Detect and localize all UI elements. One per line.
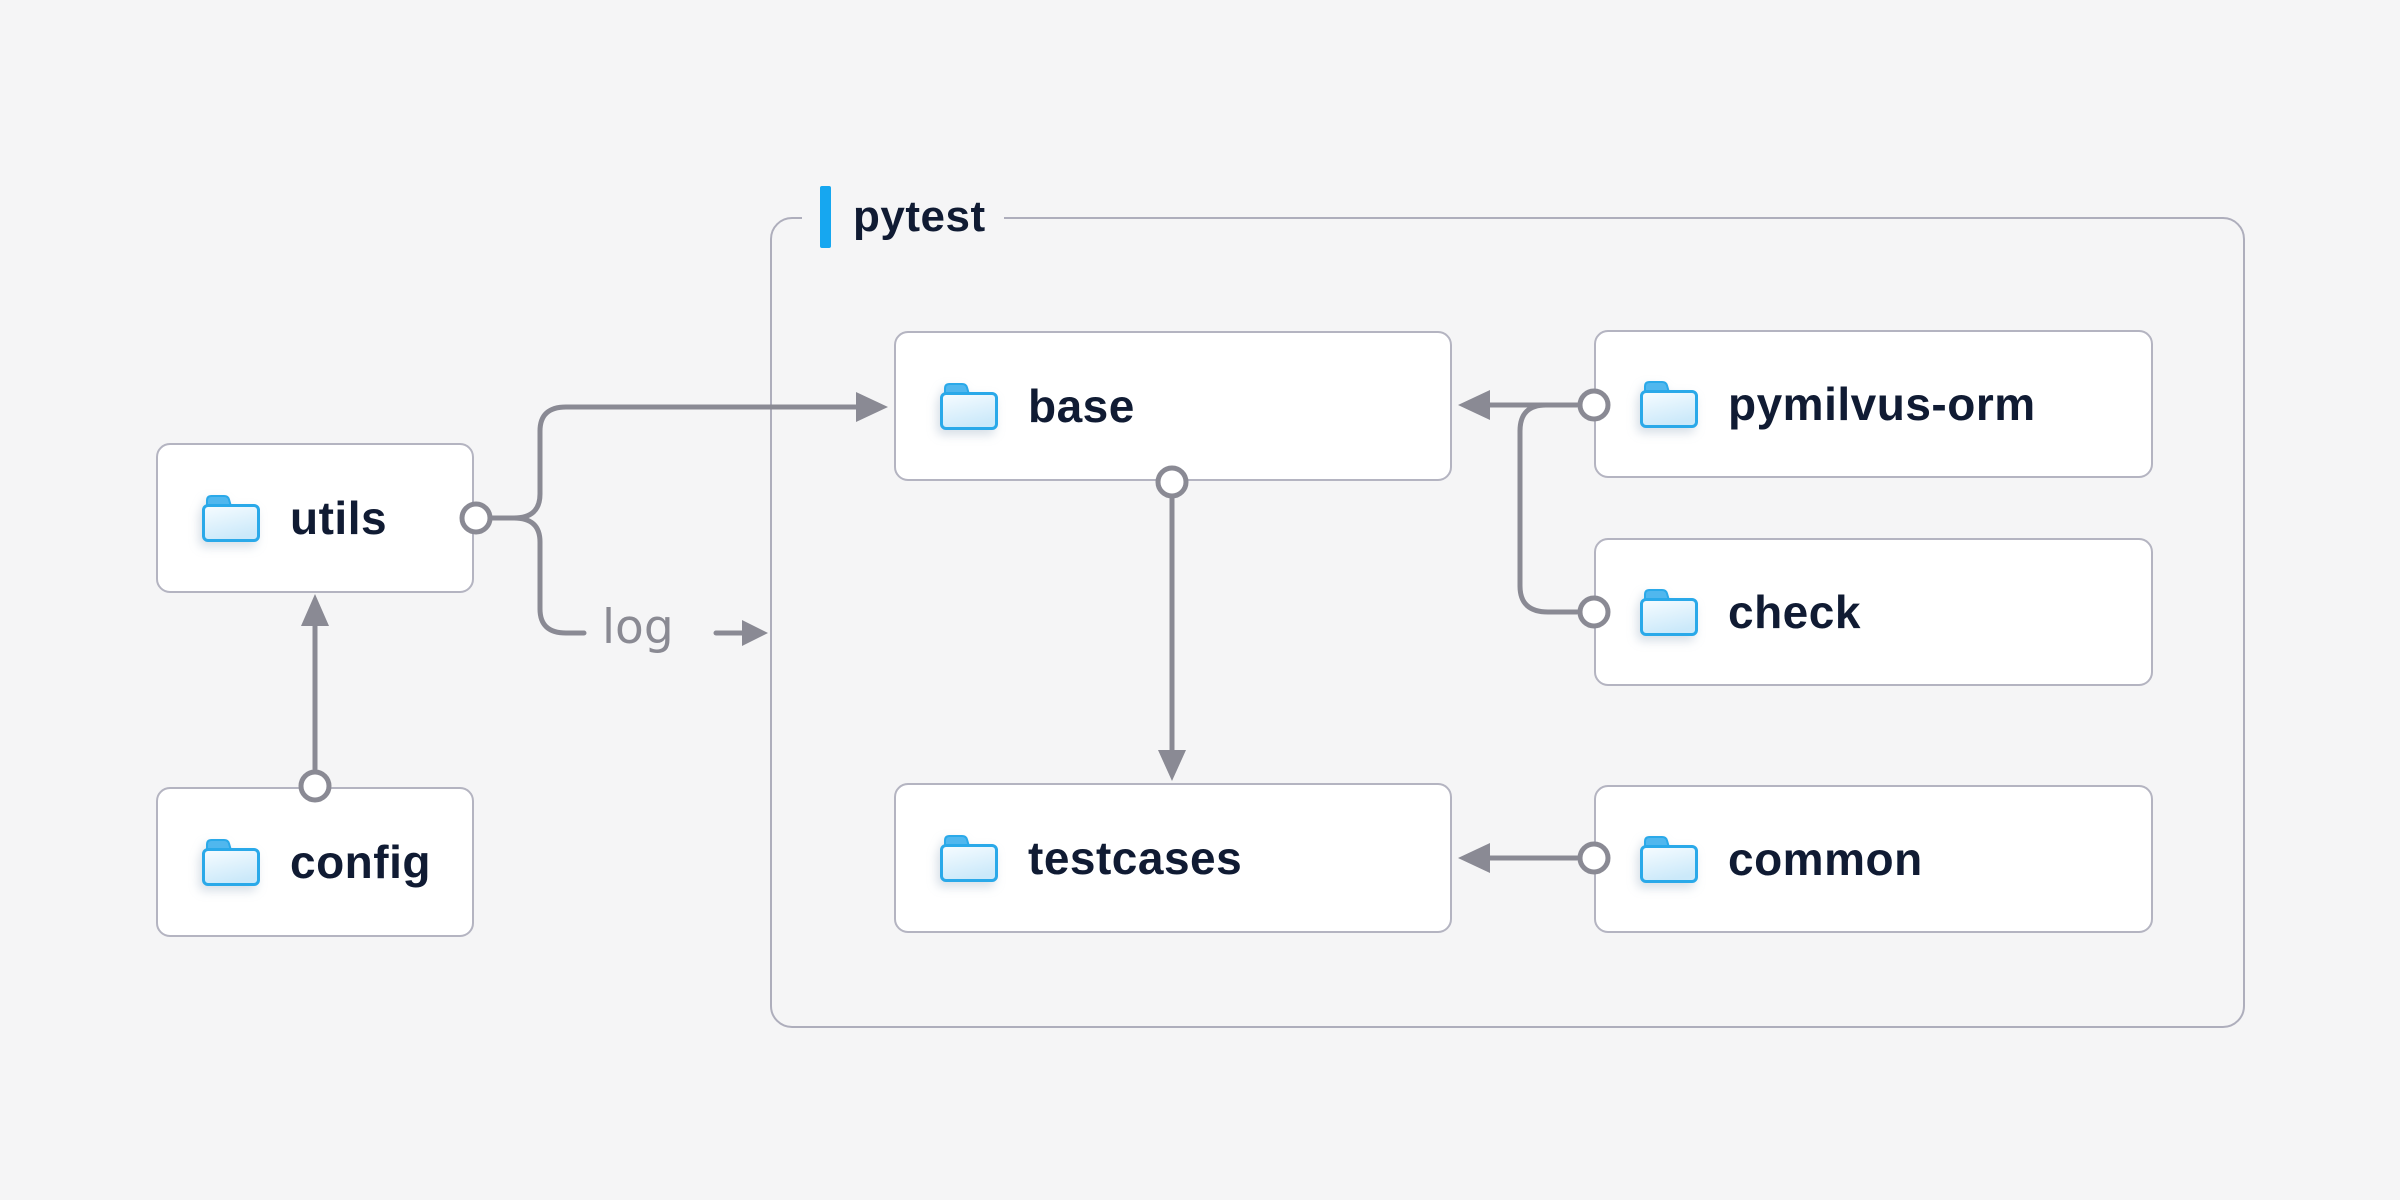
node-common: common bbox=[1594, 785, 2153, 933]
node-label: config bbox=[290, 836, 431, 888]
node-pymilvus-orm: pymilvus-orm bbox=[1594, 330, 2153, 478]
pytest-legend: pytest bbox=[802, 184, 1004, 250]
folder-icon bbox=[202, 839, 260, 886]
node-check: check bbox=[1594, 538, 2153, 686]
node-label: check bbox=[1728, 586, 1861, 638]
node-utils: utils bbox=[156, 443, 474, 593]
folder-icon bbox=[202, 495, 260, 542]
node-label: pymilvus-orm bbox=[1728, 378, 2036, 430]
folder-icon bbox=[1640, 589, 1698, 636]
node-base: base bbox=[894, 331, 1452, 481]
log-edge-label: log bbox=[602, 600, 674, 655]
folder-icon bbox=[940, 383, 998, 430]
log-arrowhead bbox=[742, 620, 768, 646]
pytest-container bbox=[770, 217, 2245, 1028]
node-testcases: testcases bbox=[894, 783, 1452, 933]
node-label: utils bbox=[290, 492, 388, 544]
arrowhead-into-utils bbox=[301, 594, 329, 626]
folder-icon bbox=[1640, 381, 1698, 428]
edge-utils-to-log bbox=[511, 515, 587, 636]
node-label: base bbox=[1028, 380, 1135, 432]
folder-icon bbox=[1640, 836, 1698, 883]
node-label: testcases bbox=[1028, 832, 1243, 884]
node-config: config bbox=[156, 787, 474, 937]
node-label: common bbox=[1728, 833, 1923, 885]
pytest-label: pytest bbox=[853, 192, 986, 241]
folder-icon bbox=[940, 835, 998, 882]
accent-bar bbox=[820, 186, 831, 248]
